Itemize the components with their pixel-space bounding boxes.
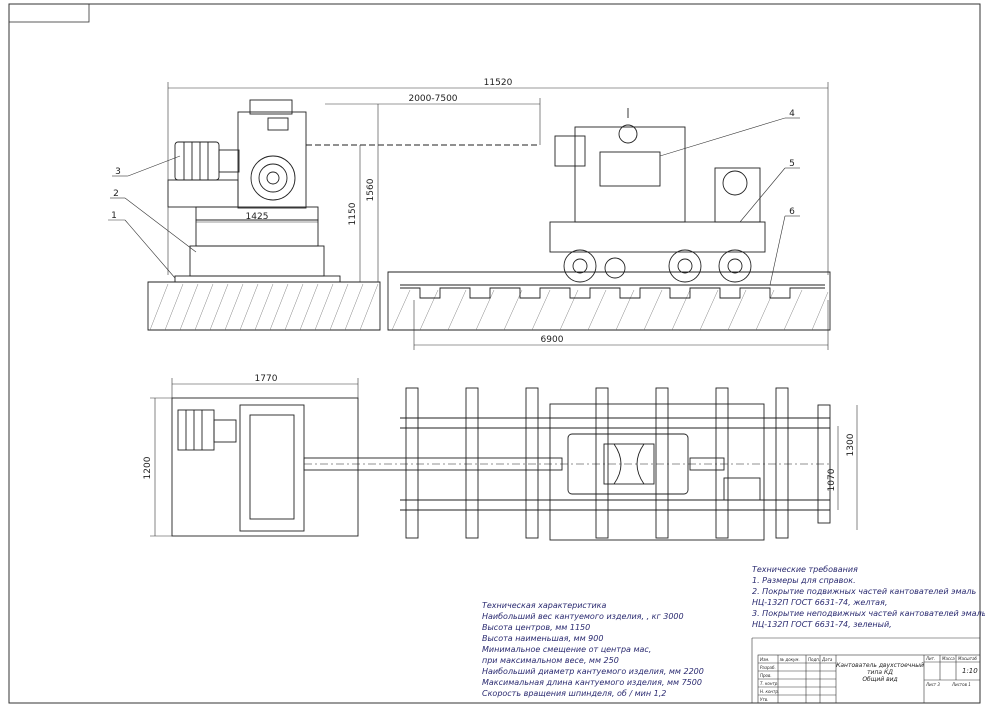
- tb-scale: 1:10: [962, 667, 978, 675]
- tb-label-izm: Изм.: [760, 657, 769, 662]
- specs-line: Скорость вращения шпинделя, об / мин 1,2: [482, 689, 666, 698]
- elevation-dimensions: [167, 82, 829, 350]
- title-block: [751, 637, 981, 704]
- tb-label-developer: Разраб.: [760, 665, 776, 670]
- callout-5: 5: [789, 159, 795, 169]
- specs-line: Наибольший вес кантуемого изделия, , кг …: [482, 612, 684, 621]
- dim-plan-height: 1200: [143, 456, 153, 479]
- stamp-box: [8, 3, 90, 23]
- specs-line: Высота наименьшая, мм 900: [482, 634, 603, 643]
- dim-center-height: 1560: [366, 178, 376, 201]
- tb-sheet: Лист 3: [925, 682, 940, 687]
- specs-line: Высота центров, мм 1150: [482, 623, 590, 632]
- dim-carriage-width: 1300: [846, 433, 856, 456]
- specs-title: Техническая характеристика: [482, 601, 607, 610]
- callout-leaders: [108, 117, 800, 286]
- specs-line: Наибольший диаметр кантуемого изделия, м…: [482, 667, 704, 676]
- requirements-line: 2. Покрытие подвижных частей кантователе…: [752, 587, 977, 596]
- requirements-title: Технические требования: [752, 565, 858, 574]
- tb-label-date: Дата: [821, 657, 833, 662]
- elevation-view: [147, 99, 831, 331]
- tb-label-sign: Подп.: [808, 657, 820, 662]
- technical-requirements: Технические требования 1. Размеры для сп…: [752, 565, 985, 629]
- specs-line: Максимальная длина кантуемого изделия, м…: [482, 678, 702, 687]
- dim-rail-length: 6900: [541, 335, 564, 345]
- tb-label-tcontrol: Т. контр.: [760, 681, 779, 686]
- plan-view: [171, 387, 831, 541]
- requirements-line: 3. Покрытие неподвижных частей кантовате…: [752, 609, 985, 618]
- callout-4: 4: [789, 109, 795, 119]
- tb-label-ncontrol: Н. контр.: [760, 689, 779, 694]
- tb-label-checked: Пров.: [760, 673, 772, 678]
- dim-travel: 2000-7500: [408, 94, 457, 104]
- requirements-line: НЦ-132П ГОСТ 6631-74, желтая,: [752, 598, 887, 607]
- callout-3: 3: [115, 167, 121, 177]
- plan-dimensions: [150, 378, 858, 537]
- dim-height-1150: 1150: [348, 202, 358, 225]
- requirements-line: НЦ-132П ГОСТ 6631-74, зеленый,: [752, 620, 892, 629]
- tb-name-line2: типа КД: [867, 669, 893, 676]
- callout-1: 1: [111, 211, 117, 221]
- tb-name-line3: Общий вид: [862, 676, 897, 683]
- tb-sheets: Листов 1: [951, 682, 971, 687]
- dim-plan-width: 1770: [255, 374, 278, 384]
- dim-overall-length: 11520: [484, 78, 513, 88]
- tb-col-scale: Масштаб: [958, 656, 978, 661]
- requirements-line: 1. Размеры для справок.: [752, 576, 856, 585]
- specs-line: Минимальное смещение от центра мас,: [482, 645, 651, 654]
- tb-label-doc: № докум.: [779, 657, 800, 662]
- specs-line: при максимальном весе, мм 250: [482, 656, 619, 665]
- dim-base-width: 1425: [246, 212, 269, 222]
- tb-col-lit: Лит.: [925, 656, 935, 661]
- dim-carriage-inner: 1070: [827, 468, 837, 491]
- drawing-frame: [8, 3, 981, 704]
- tb-name-line1: Кантователь двухстоечный: [836, 662, 924, 669]
- callout-2: 2: [113, 189, 119, 199]
- tb-label-approved: Утв.: [760, 697, 768, 702]
- tb-col-mass: Масса: [942, 656, 955, 661]
- technical-specs: Техническая характеристика Наибольший ве…: [482, 601, 704, 698]
- callout-6: 6: [789, 207, 795, 217]
